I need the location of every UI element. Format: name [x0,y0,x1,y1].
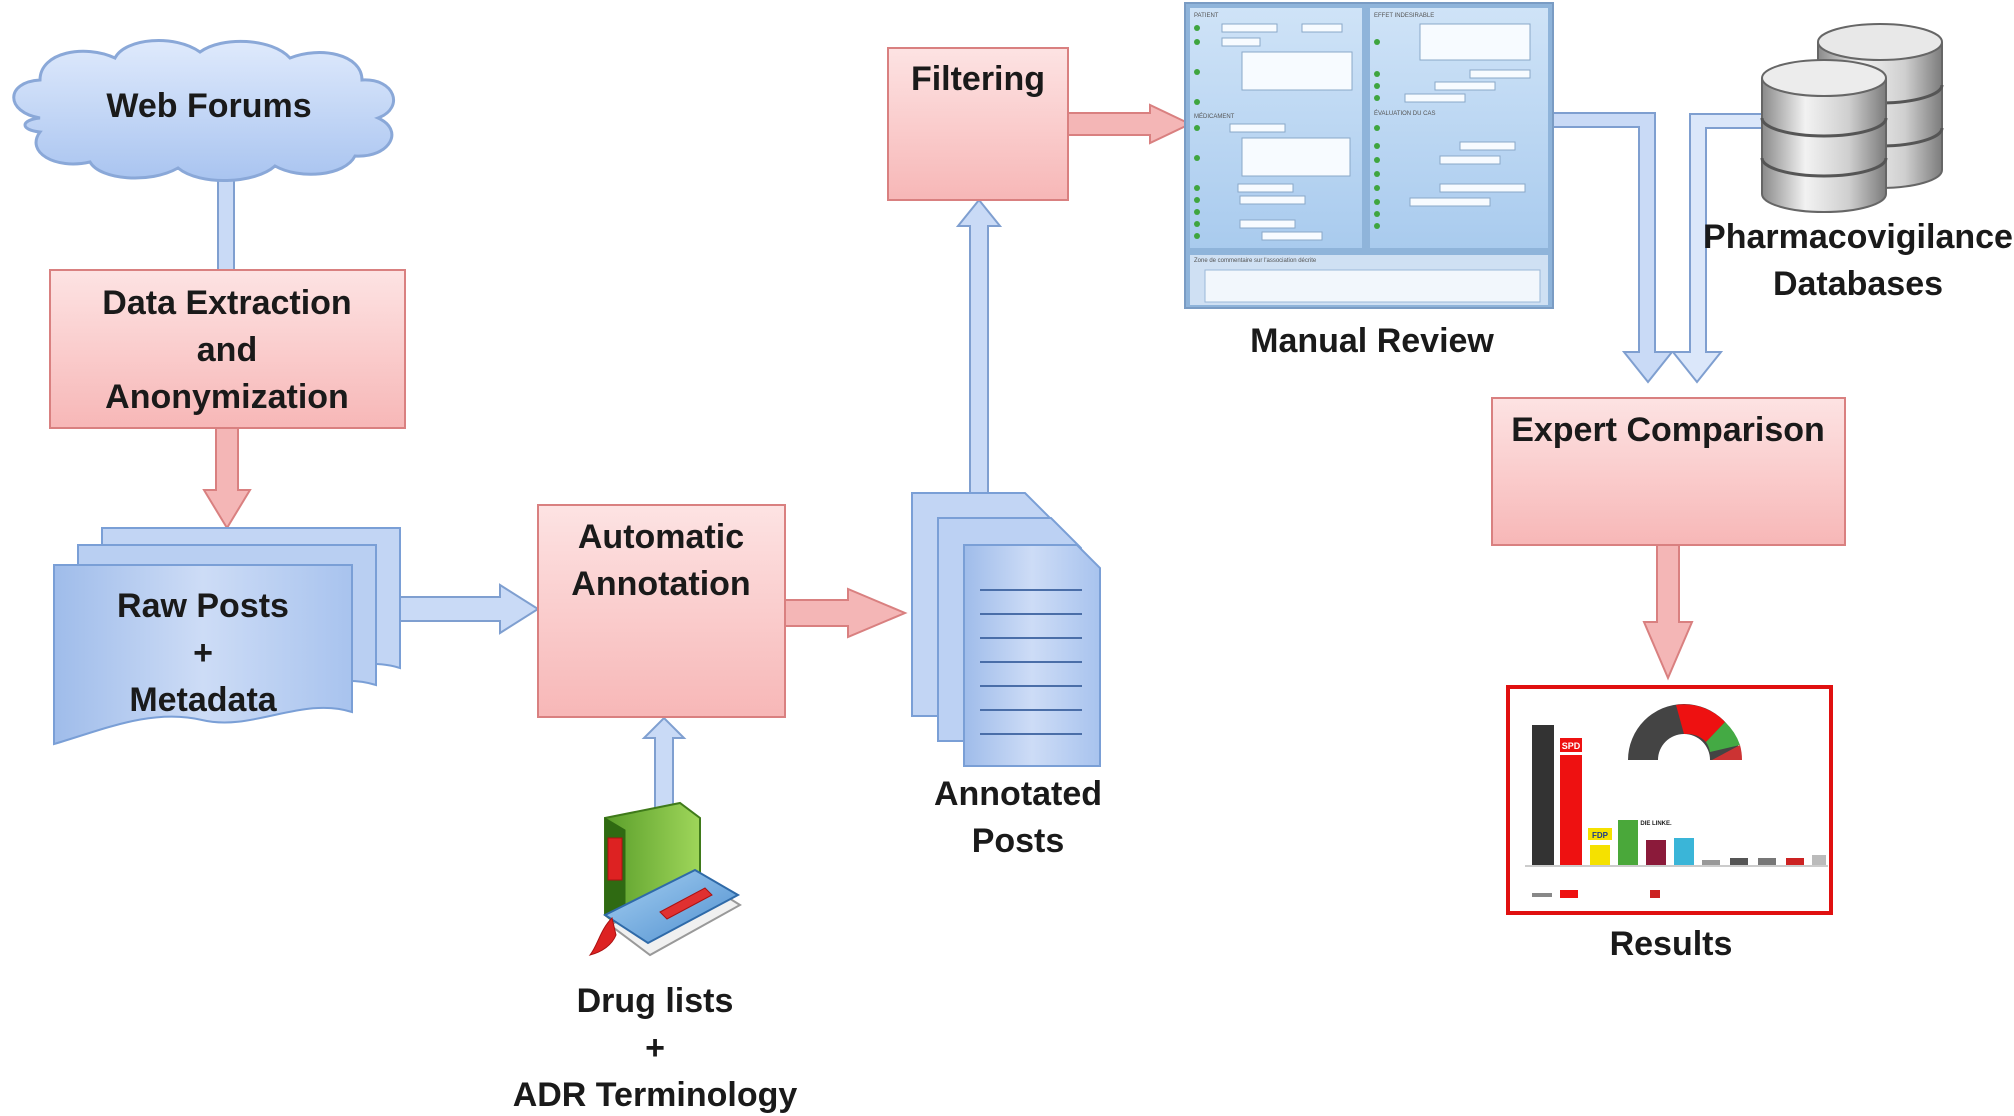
page-icon [963,544,1101,767]
arrow-extraction-to-rawposts [202,427,252,530]
form-section-effet: EFFET INDESIRABLE [1374,13,1434,19]
arrow-comparison-to-results [1642,544,1694,681]
filtering-box: Filtering [887,47,1069,201]
filtering-label: Filtering [911,60,1045,98]
annotated-posts-line-2: Posts [972,822,1065,860]
pharmacovigilance-line-1: Pharmacovigilance [1703,218,2013,256]
web-forums-cloud: Web Forums [12,39,396,183]
annotated-posts-line-1: Annotated [934,775,1102,813]
arrow-druglists-to-annotation [641,716,687,809]
drug-lists-line-1: Drug lists [577,982,734,1020]
raw-posts-stack: Raw Posts + Metadata [53,527,401,746]
drug-lists-line-2: + [645,1029,665,1067]
form-section-evaluation: ÉVALUATION DU CAS [1374,110,1435,117]
data-extraction-line-2: and [197,331,257,369]
arrow-databases-to-comparison [1670,113,1766,384]
form-section-commentaire: Zone de commentaire sur l'association dé… [1194,258,1317,264]
arrow-rawposts-to-annotation [399,583,540,635]
arrow-webforums-to-extraction [217,169,235,271]
form-section-patient: PATIENT [1194,13,1219,19]
books-icon [588,801,742,957]
results-chart-thumbnail: SPD FDP DIE LINKE. [1506,685,1833,915]
results-label: Results [1610,925,1733,963]
web-forums-label: Web Forums [106,87,311,125]
manual-review-form: PATIENT EFFET INDESIRABLE MÉDICAMENT ÉVA… [1184,2,1554,309]
raw-posts-line-2: + [193,634,213,672]
drug-lists-line-3: ADR Terminology [513,1076,798,1114]
document-icon [53,564,353,746]
automatic-annotation-line-1: Automatic [578,518,744,556]
database-icon [1760,23,1944,213]
arrow-filtering-to-review [1067,103,1193,145]
arrow-annotation-to-annotated [784,587,908,639]
arrow-annotated-to-filtering [955,198,1003,494]
data-extraction-box: Data Extraction and Anonymization [49,269,406,429]
arrow-review-to-comparison [1551,112,1675,384]
automatic-annotation-line-2: Annotation [571,565,750,603]
data-extraction-line-1: Data Extraction [102,284,351,322]
linke-logo: DIE LINKE. [1640,821,1672,827]
data-extraction-line-3: Anonymization [105,378,349,416]
fdp-logo: FDP [1592,831,1609,840]
expert-comparison-box: Expert Comparison [1491,397,1846,546]
raw-posts-line-1: Raw Posts [117,587,289,625]
automatic-annotation-box: Automatic Annotation [537,504,786,718]
cloud-icon [12,39,396,183]
spd-logo: SPD [1562,741,1581,751]
pharmacovigilance-line-2: Databases [1773,265,1943,303]
manual-review-label: Manual Review [1250,322,1494,360]
raw-posts-line-3: Metadata [129,681,277,719]
annotated-posts-stack [911,492,1101,767]
form-section-medicament: MÉDICAMENT [1194,113,1235,120]
expert-comparison-label: Expert Comparison [1511,411,1825,449]
